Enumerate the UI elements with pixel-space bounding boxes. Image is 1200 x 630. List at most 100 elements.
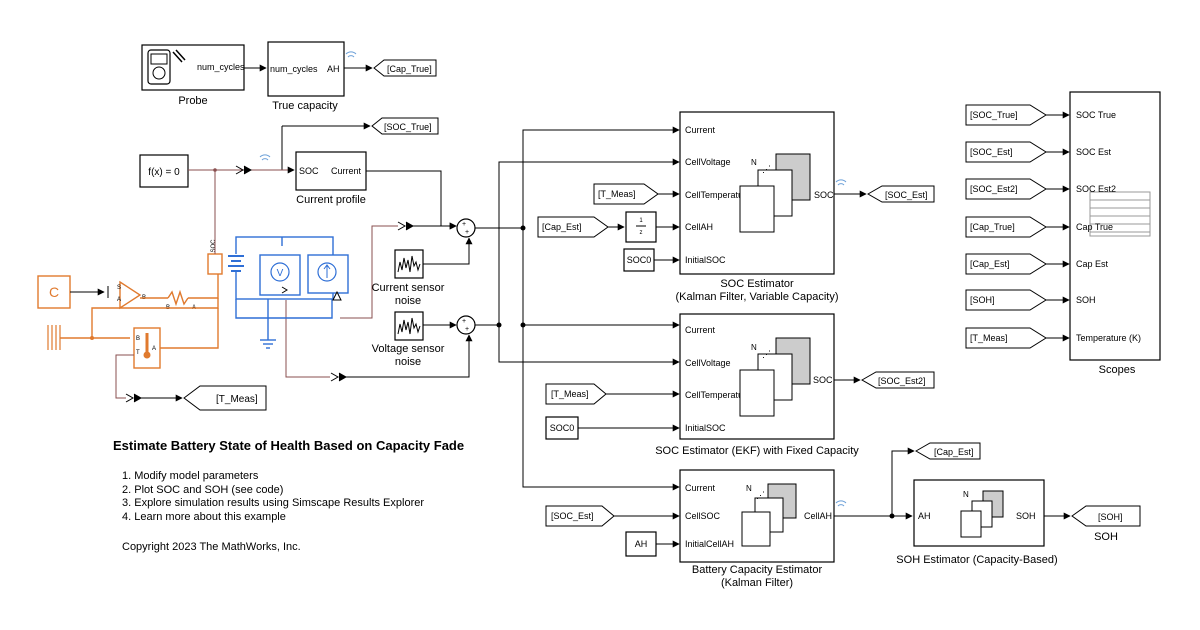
scope-from-tag[interactable]: [SOH] [965,289,1047,311]
scope-mini-plots [1089,191,1151,237]
svg-text:A: A [152,346,156,352]
ah-const[interactable]: AH [625,531,657,557]
scope-from-tag[interactable]: [SOC_True] [965,104,1047,126]
soc-ekf-port-celltemperature: CellTemperatu [685,390,743,400]
goto-soc-est[interactable]: [SOC_Est] [866,185,935,203]
scope-port-label: Temperature (K) [1076,333,1141,343]
svg-text:⋰: ⋰ [762,349,771,359]
scopes-block[interactable] [1069,91,1161,361]
annotation-item[interactable]: 3. Explore simulation results using Sims… [122,497,425,509]
scope-port-label: Cap Est [1076,259,1109,269]
soc-ekf-port-out: SOC [813,375,833,385]
svg-text:+: + [462,221,466,228]
annotation-list: 1. Modify model parameters 2. Plot SOC a… [122,470,424,524]
scope-port-label: SOC True [1076,110,1116,120]
annotation-item[interactable]: 1. Modify model parameters [122,470,259,482]
soc0-const-2[interactable]: SOC0 [545,416,579,440]
goto-cap-true[interactable]: [Cap_True] [373,59,437,77]
from-soc-est[interactable]: [SOC_Est] [545,505,615,527]
svg-text:AH: AH [635,539,648,549]
capacity-estimator-block[interactable]: Current CellSOC InitialCellAH CellAH N ⋰ [679,469,835,563]
soc-ekf-port-current: Current [685,325,716,335]
scope-port-label: SOH [1076,295,1096,305]
scope-port-label: Cap True [1076,222,1113,232]
svg-text:[SOH]: [SOH] [1098,512,1123,522]
svg-text:[T_Meas]: [T_Meas] [970,333,1008,343]
svg-text:[SOH]: [SOH] [970,295,995,305]
svg-text:+: + [462,318,466,325]
svg-text:z: z [640,230,643,236]
copyright: Copyright 2023 The MathWorks, Inc. [122,541,301,553]
goto-t-meas[interactable]: [T_Meas] [183,385,267,411]
true-capacity-port-in: num_cycles [270,64,318,74]
voltage-sum-block[interactable]: + + [456,315,476,335]
gain-block[interactable]: 1 z [625,211,657,243]
soc-estimator-kf-block[interactable]: Current CellVoltage CellTemperatu CellAH… [679,111,835,275]
battery-circuit: V [220,236,349,349]
scope-from-tag[interactable]: [Cap_True] [965,216,1047,238]
soc-ekf-port-cellvoltage: CellVoltage [685,358,731,368]
soc-kf-port-out: SOC [814,190,834,200]
soc-kf-port-cellah: CellAH [685,222,713,232]
current-sum-block[interactable]: + + [456,218,476,238]
cap-est-port-current: Current [685,483,716,493]
true-capacity-port-out: AH [327,64,340,74]
soc-kf-title-1: SOC Estimator [720,278,794,290]
annotation-item[interactable]: 4. Learn more about this example [122,510,286,523]
svg-text:T: T [136,350,140,356]
scope-from-tag[interactable]: [Cap_Est] [965,253,1047,275]
svg-text:[SOC_Est]: [SOC_Est] [970,147,1013,157]
cap-est-port-initialcellah: InitialCellAH [685,539,734,549]
soc-kf-title-2: (Kalman Filter, Variable Capacity) [675,291,838,303]
svg-text:[Cap_Est]: [Cap_Est] [542,222,582,232]
scope-from-tag[interactable]: [SOC_Est2] [965,178,1047,200]
svg-text:[SOC_Est]: [SOC_Est] [551,511,594,521]
soh-estimator-block[interactable]: AH SOH N [913,479,1045,547]
subsystem-stack-icon: N ⋰ [741,483,797,547]
subsystem-stack-icon: N [960,490,1004,538]
svg-text:[SOC_True]: [SOC_True] [384,122,432,132]
from-t-meas-2[interactable]: [T_Meas] [545,383,607,405]
current-noise-block[interactable] [394,249,424,279]
battery-cell-icon [220,254,248,272]
subsystem-stack-icon: N ⋰ [739,337,811,417]
scope-from-tag[interactable]: [SOC_Est] [965,141,1047,163]
soc-estimator-ekf-block[interactable]: Current CellVoltage CellTemperatu Initia… [679,313,835,440]
current-profile-block[interactable]: SOC Current [295,151,367,191]
goto-cap-est[interactable]: [Cap_Est] [914,442,981,460]
soh-est-title: SOH Estimator (Capacity-Based) [896,554,1057,566]
svg-text:⋰: ⋰ [762,164,771,174]
fx-solver-block[interactable]: f(x) = 0 [139,154,189,188]
annotation-title: Estimate Battery State of Health Based o… [113,438,465,453]
cap-est-title-1: Battery Capacity Estimator [692,564,823,576]
soc-ekf-title: SOC Estimator (EKF) with Fixed Capacity [655,445,859,457]
subsystem-stack-icon: N ⋰ [739,153,811,233]
scope-from-tag[interactable]: [T_Meas] [965,327,1047,349]
svg-text:S: S [117,285,121,291]
ground-thermal-icon [47,325,130,350]
svg-text:1: 1 [639,218,643,224]
current-sensor[interactable] [307,254,349,301]
voltage-noise-block[interactable] [394,311,424,341]
soh-est-port-in: AH [918,511,931,521]
soc-ekf-port-initialsoc: InitialSOC [685,423,726,433]
svg-text:N: N [751,343,757,352]
true-capacity-block[interactable]: num_cycles AH [267,41,345,97]
goto-soh[interactable]: [SOH] [1071,505,1141,527]
svg-text:+: + [465,229,469,236]
cap-est-title-2: (Kalman Filter) [721,577,793,589]
cap-est-port-cellsoc: CellSOC [685,511,721,521]
goto-soc-est2[interactable]: [SOC_Est2] [860,371,935,389]
soc0-const-1[interactable]: SOC0 [623,248,655,272]
soc-kf-port-cellvoltage: CellVoltage [685,157,731,167]
probe-block[interactable]: num_cycles [141,44,245,91]
voltage-sensor[interactable]: V [259,254,301,296]
from-cap-est-1[interactable]: [Cap_Est] [537,216,609,238]
goto-soc-true[interactable]: [SOC_True] [371,117,439,135]
soc-kf-port-initialsoc: InitialSOC [685,255,726,265]
from-t-meas-1[interactable]: [T_Meas] [593,183,659,205]
annotation-item[interactable]: 2. Plot SOC and SOH (see code) [122,483,284,496]
probe-title: Probe [178,95,207,107]
